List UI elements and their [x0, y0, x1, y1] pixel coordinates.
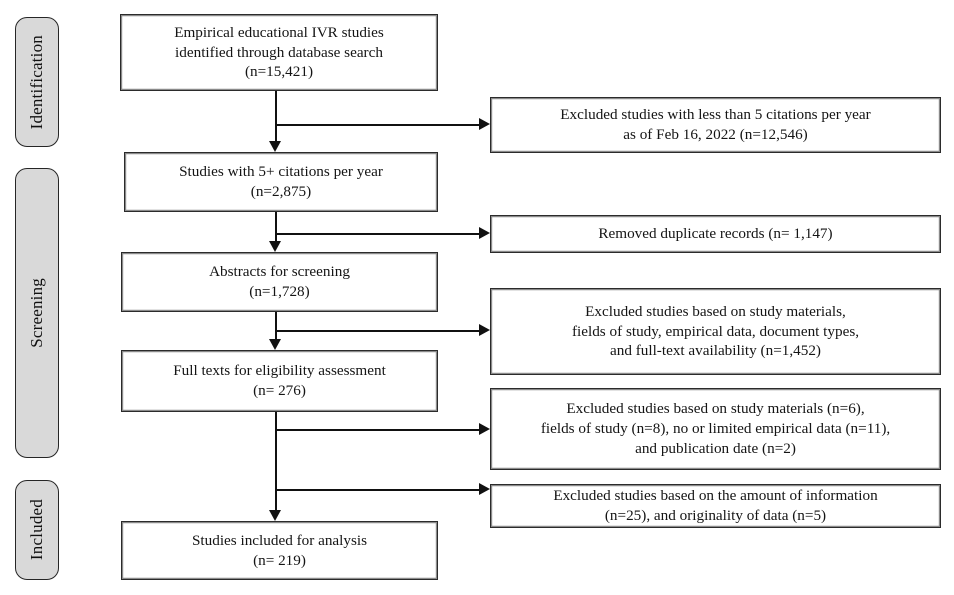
arrow-right-branch-low-citations — [479, 118, 490, 130]
flow-box-records-identified: Empirical educational IVR studies identi… — [120, 14, 438, 91]
connector-line-branch-information-originality — [275, 489, 479, 491]
stage-pill-screening: Screening — [15, 168, 59, 458]
flow-box-abstracts-for-screening: Abstracts for screening (n=1,728) — [121, 252, 438, 312]
exclusion-box-excluded-low-citations-text: Excluded studies with less than 5 citati… — [560, 106, 871, 143]
stage-pill-identification: Identification — [15, 17, 59, 147]
arrow-right-branch-information-originality — [479, 483, 490, 495]
stage-pill-included: Included — [15, 480, 59, 580]
stage-label-included: Included — [27, 499, 46, 561]
connector-line-citations-to-abstracts — [275, 212, 277, 241]
flow-box-studies-5plus-citations-text: Studies with 5+ citations per year (n=2,… — [179, 163, 383, 200]
arrow-right-branch-duplicates — [479, 227, 490, 239]
exclusion-box-removed-duplicates-text: Removed duplicate records (n= 1,147) — [598, 225, 833, 243]
connector-line-branch-materials-fields — [275, 330, 479, 332]
arrow-right-branch-detailed-reasons — [479, 423, 490, 435]
arrow-down-abstracts-to-fulltexts — [269, 339, 281, 350]
stage-label-screening: Screening — [27, 278, 46, 348]
connector-line-fulltexts-to-included — [275, 412, 277, 510]
exclusion-box-excluded-detailed-reasons: Excluded studies based on study material… — [490, 388, 941, 470]
stage-label-identification: Identification — [27, 34, 46, 130]
exclusion-box-excluded-low-citations: Excluded studies with less than 5 citati… — [490, 97, 941, 153]
flow-box-studies-included: Studies included for analysis (n= 219) — [121, 521, 438, 580]
arrow-right-branch-materials-fields — [479, 324, 490, 336]
connector-line-identified-to-citations — [275, 91, 277, 141]
flow-box-full-texts-eligibility: Full texts for eligibility assessment (n… — [121, 350, 438, 412]
exclusion-box-excluded-information-originality: Excluded studies based on the amount of … — [490, 484, 941, 528]
exclusion-box-removed-duplicates: Removed duplicate records (n= 1,147) — [490, 215, 941, 253]
arrow-down-citations-to-abstracts — [269, 241, 281, 252]
exclusion-box-excluded-detailed-reasons-text: Excluded studies based on study material… — [540, 400, 891, 457]
flow-box-studies-5plus-citations: Studies with 5+ citations per year (n=2,… — [124, 152, 438, 212]
connector-line-branch-low-citations — [275, 124, 479, 126]
exclusion-box-excluded-information-originality-text: Excluded studies based on the amount of … — [553, 487, 878, 524]
flow-box-abstracts-for-screening-text: Abstracts for screening (n=1,728) — [209, 263, 350, 300]
flow-box-records-identified-text: Empirical educational IVR studies identi… — [174, 23, 384, 81]
flow-box-full-texts-eligibility-text: Full texts for eligibility assessment (n… — [173, 362, 386, 399]
exclusion-box-excluded-materials-fields-text: Excluded studies based on study material… — [571, 302, 860, 360]
connector-line-abstracts-to-fulltexts — [275, 312, 277, 339]
arrow-down-fulltexts-to-included — [269, 510, 281, 521]
arrow-down-identified-to-citations — [269, 141, 281, 152]
connector-line-branch-detailed-reasons — [275, 429, 479, 431]
connector-line-branch-duplicates — [275, 233, 479, 235]
exclusion-box-excluded-materials-fields: Excluded studies based on study material… — [490, 288, 941, 375]
flow-box-studies-included-text: Studies included for analysis (n= 219) — [191, 531, 368, 569]
